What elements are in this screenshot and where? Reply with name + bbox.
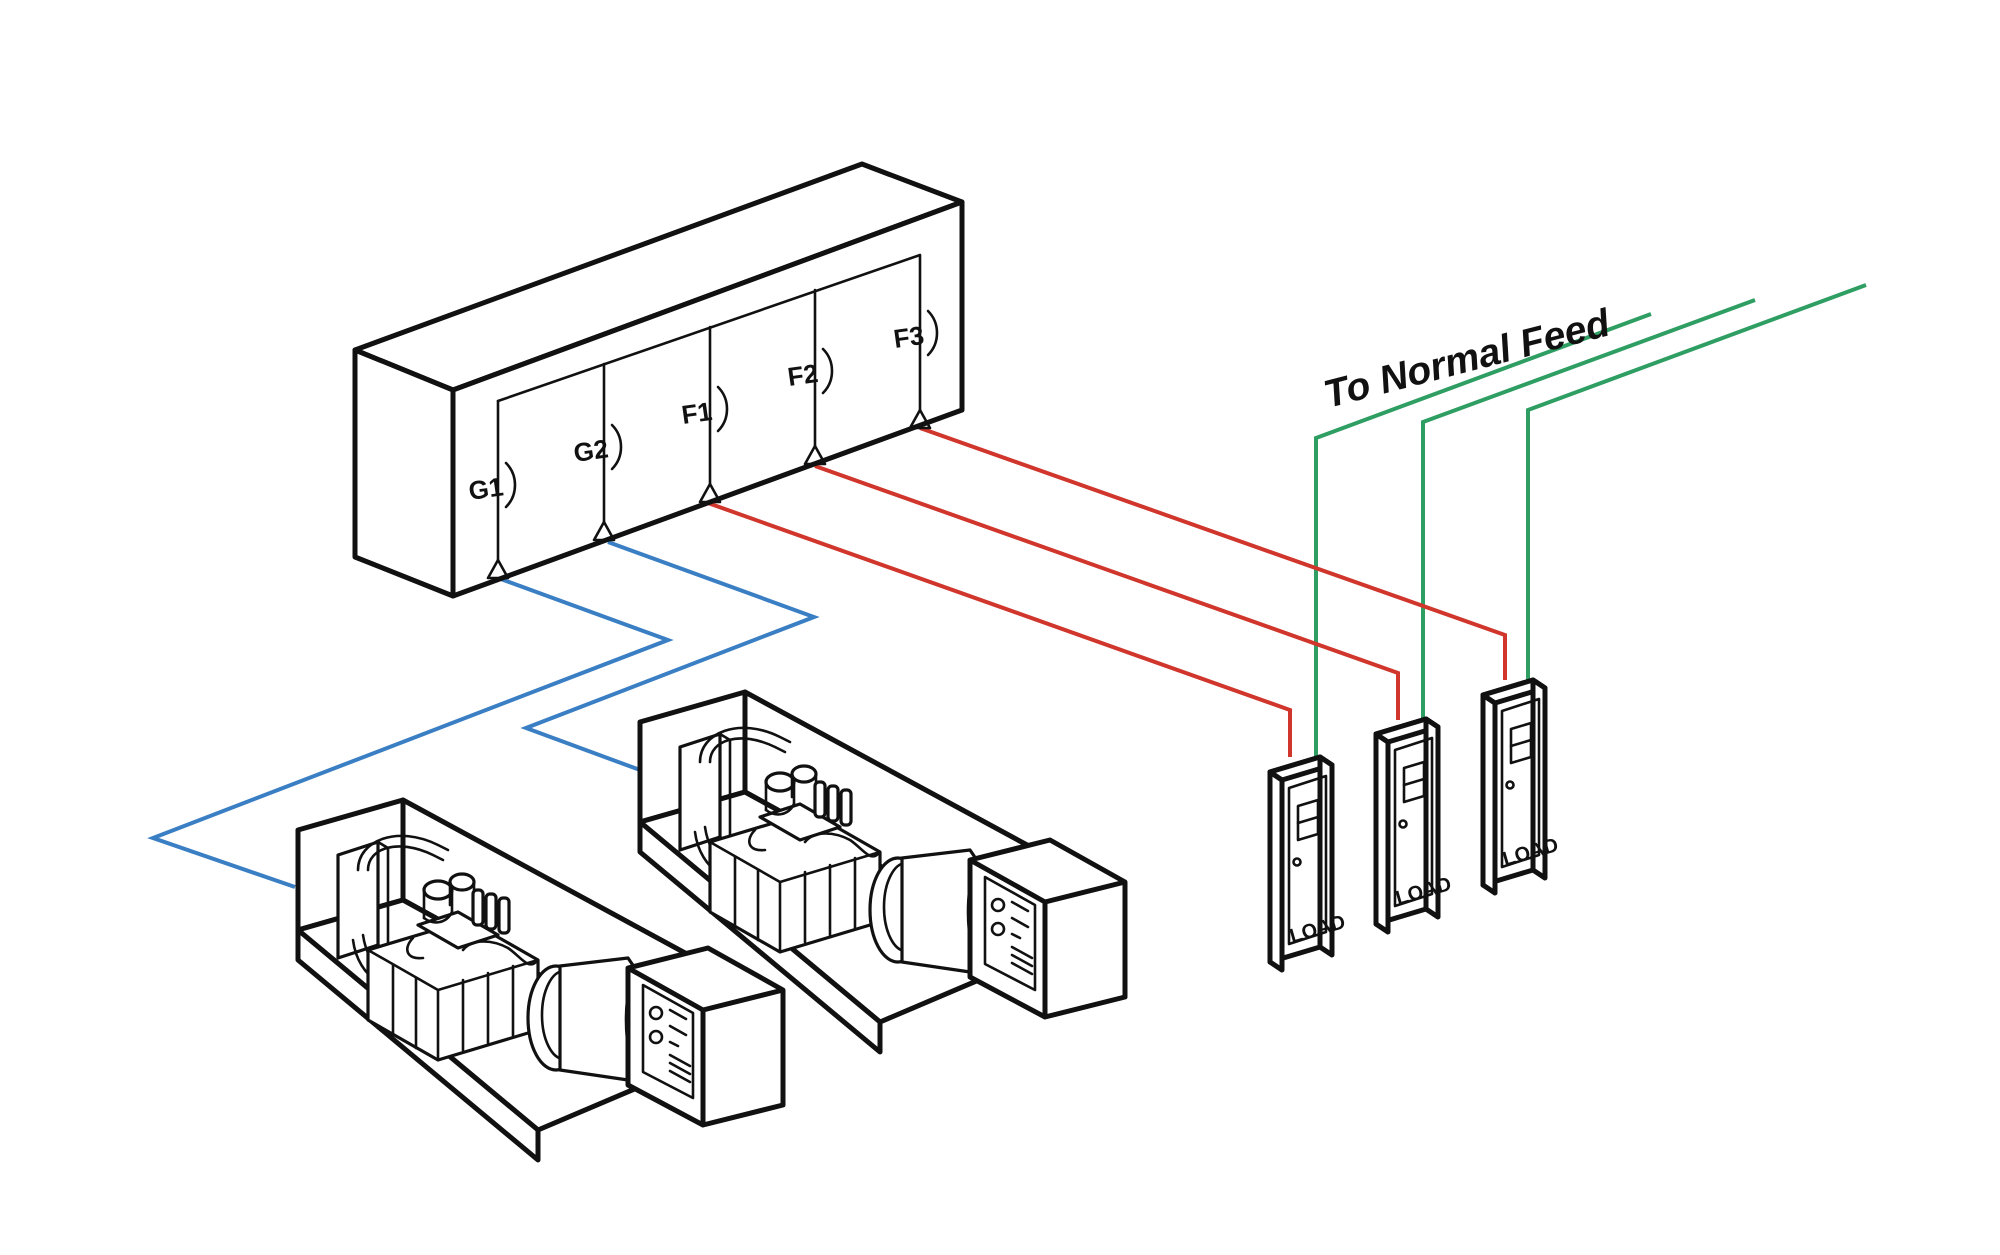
section-label-f2: F2 (786, 358, 820, 392)
generator-wire-g2 (520, 540, 820, 772)
breaker-g2-icon (610, 423, 623, 471)
feeder-wire-f2 (814, 464, 1400, 720)
terminal-f1-icon (698, 482, 722, 504)
terminal-g2-icon (592, 520, 616, 542)
feeder-wiring (707, 426, 1507, 757)
normal-feed-wire-1 (1314, 312, 1652, 757)
load-cabinet-2: LOAD (1376, 719, 1454, 932)
section-label-g2: G2 (572, 433, 611, 468)
normal-feed-wire-3 (1526, 283, 1867, 680)
terminal-g1-icon (486, 558, 510, 580)
generator-wiring (147, 540, 820, 889)
section-label-f3: F3 (892, 320, 926, 354)
normal-feed-wire-2 (1421, 298, 1756, 720)
breaker-f3-icon (926, 309, 939, 357)
normal-feed-label: To Normal Feed (1319, 301, 1615, 416)
feeder-wire-f1 (707, 501, 1292, 757)
feeder-wire-f3 (919, 426, 1507, 680)
normal-feed-wiring (1314, 283, 1867, 757)
load-cabinet-1: LOAD (1270, 757, 1348, 970)
breaker-f2-icon (821, 347, 834, 395)
terminal-f2-icon (803, 444, 827, 466)
terminal-f3-icon (908, 408, 932, 430)
breaker-f1-icon (716, 385, 729, 433)
load-cabinet-3: LOAD (1483, 680, 1561, 893)
breaker-g1-icon (504, 461, 517, 509)
section-label-g1: G1 (467, 471, 506, 506)
switchgear-cabinet-icon: G1 G2 F1 F2 F3 (352, 161, 965, 599)
generator-wire-g1 (147, 576, 674, 889)
section-label-f1: F1 (680, 396, 714, 430)
